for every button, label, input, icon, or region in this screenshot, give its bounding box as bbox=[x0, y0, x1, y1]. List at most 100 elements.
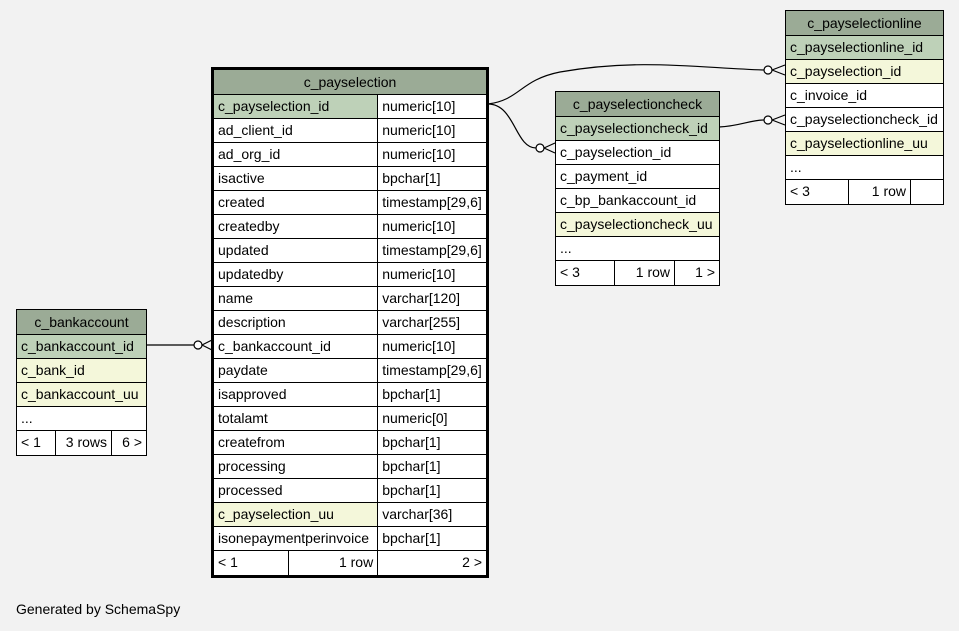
table-header[interactable]: c_payselection bbox=[214, 70, 486, 95]
children-count bbox=[910, 180, 943, 204]
table-row[interactable]: c_payselectionline_uu bbox=[786, 132, 943, 156]
table-row[interactable]: updatedby numeric[10] bbox=[214, 263, 486, 287]
row-count: 3 rows bbox=[55, 431, 111, 455]
column-name: updatedby bbox=[218, 266, 284, 282]
column-name: name bbox=[218, 290, 254, 306]
crow-foot bbox=[771, 64, 786, 76]
parents-count: < 1 bbox=[218, 554, 238, 570]
table-row[interactable]: ad_org_id numeric[10] bbox=[214, 143, 486, 167]
column-type: bpchar[1] bbox=[377, 383, 486, 406]
column-name: c_payselectioncheck_uu bbox=[556, 213, 719, 236]
table-row[interactable]: isapproved bpchar[1] bbox=[214, 383, 486, 407]
column-name: processed bbox=[218, 482, 283, 498]
table-row[interactable]: ... bbox=[17, 407, 146, 431]
table-row[interactable]: createdby numeric[10] bbox=[214, 215, 486, 239]
table-row[interactable]: c_bankaccount_uu bbox=[17, 383, 146, 407]
table-row[interactable]: c_bp_bankaccount_id bbox=[556, 189, 719, 213]
table-row[interactable]: paydate timestamp[29,6] bbox=[214, 359, 486, 383]
column-name: c_payselection_uu bbox=[214, 503, 378, 526]
column-name: c_bankaccount_id bbox=[218, 338, 331, 354]
table-row[interactable]: c_payselectionline_id bbox=[786, 36, 943, 60]
edge-marker bbox=[763, 65, 773, 75]
crow-foot bbox=[543, 142, 556, 154]
column-name: paydate bbox=[218, 362, 268, 378]
column-name: c_payselection_id bbox=[214, 95, 378, 118]
column-name: totalamt bbox=[218, 410, 268, 426]
table-row[interactable]: ... bbox=[786, 156, 943, 180]
column-name: c_payment_id bbox=[560, 168, 648, 184]
column-name: c_payselectioncheck_id bbox=[790, 111, 938, 127]
column-name: isonepaymentperinvoice bbox=[218, 530, 369, 546]
parents-count: < 1 bbox=[21, 434, 41, 450]
table-row[interactable]: updated timestamp[29,6] bbox=[214, 239, 486, 263]
edge-marker bbox=[193, 340, 203, 350]
column-name: c_bankaccount_id bbox=[17, 335, 146, 358]
column-type: timestamp[29,6] bbox=[377, 359, 486, 382]
edge-marker bbox=[535, 143, 545, 153]
edge-payselection-payselectionline bbox=[487, 64, 765, 105]
column-name: ad_org_id bbox=[218, 146, 281, 162]
column-type: numeric[10] bbox=[377, 95, 486, 118]
table-row[interactable]: c_payselection_id bbox=[786, 60, 943, 84]
crow-foot bbox=[201, 339, 213, 351]
generated-by-label: Generated by SchemaSpy bbox=[16, 601, 181, 617]
table-header[interactable]: c_payselectionline bbox=[786, 11, 943, 36]
column-name: isapproved bbox=[218, 386, 287, 402]
column-type: varchar[36] bbox=[377, 503, 486, 526]
table-row[interactable]: c_payselectioncheck_id bbox=[556, 117, 719, 141]
column-name: ... bbox=[560, 240, 572, 256]
row-count: 1 row bbox=[848, 180, 910, 204]
column-name: createfrom bbox=[218, 434, 285, 450]
column-name: isactive bbox=[218, 170, 265, 186]
column-type: timestamp[29,6] bbox=[377, 239, 486, 262]
column-type: varchar[255] bbox=[377, 311, 486, 334]
column-name: description bbox=[218, 314, 286, 330]
table-row[interactable]: description varchar[255] bbox=[214, 311, 486, 335]
table-row[interactable]: processed bpchar[1] bbox=[214, 479, 486, 503]
column-name: c_invoice_id bbox=[790, 87, 868, 103]
table-row[interactable]: c_payment_id bbox=[556, 165, 719, 189]
children-count: 2 > bbox=[377, 551, 486, 575]
column-name: c_payselection_id bbox=[560, 144, 672, 160]
table-row[interactable]: createfrom bpchar[1] bbox=[214, 431, 486, 455]
table-row[interactable]: c_payselectioncheck_id bbox=[786, 108, 943, 132]
table-row[interactable]: ... bbox=[556, 237, 719, 261]
table-header[interactable]: c_bankaccount bbox=[17, 310, 146, 335]
table-row[interactable]: c_payselection_id bbox=[556, 141, 719, 165]
column-type: bpchar[1] bbox=[377, 455, 486, 478]
table-c-payselectioncheck[interactable]: c_payselectioncheck c_payselectioncheck_… bbox=[555, 91, 720, 286]
table-row[interactable]: c_invoice_id bbox=[786, 84, 943, 108]
column-name: updated bbox=[218, 242, 269, 258]
edge-marker bbox=[763, 115, 773, 125]
column-name: createdby bbox=[218, 218, 280, 234]
crow-foot bbox=[771, 114, 786, 126]
column-name: c_bankaccount_uu bbox=[17, 383, 146, 406]
children-count: 1 > bbox=[674, 261, 719, 285]
table-header[interactable]: c_payselectioncheck bbox=[556, 92, 719, 117]
column-type: bpchar[1] bbox=[377, 431, 486, 454]
table-c-payselectionline[interactable]: c_payselectionline c_payselectionline_id… bbox=[785, 10, 944, 205]
column-name: c_payselectionline_id bbox=[786, 36, 943, 59]
column-type: numeric[10] bbox=[377, 215, 486, 238]
table-row[interactable]: c_bank_id bbox=[17, 359, 146, 383]
column-type: bpchar[1] bbox=[377, 479, 486, 502]
column-type: numeric[10] bbox=[377, 143, 486, 166]
table-row[interactable]: c_payselectioncheck_uu bbox=[556, 213, 719, 237]
table-row[interactable]: c_bankaccount_id bbox=[17, 335, 146, 359]
column-type: numeric[10] bbox=[377, 263, 486, 286]
